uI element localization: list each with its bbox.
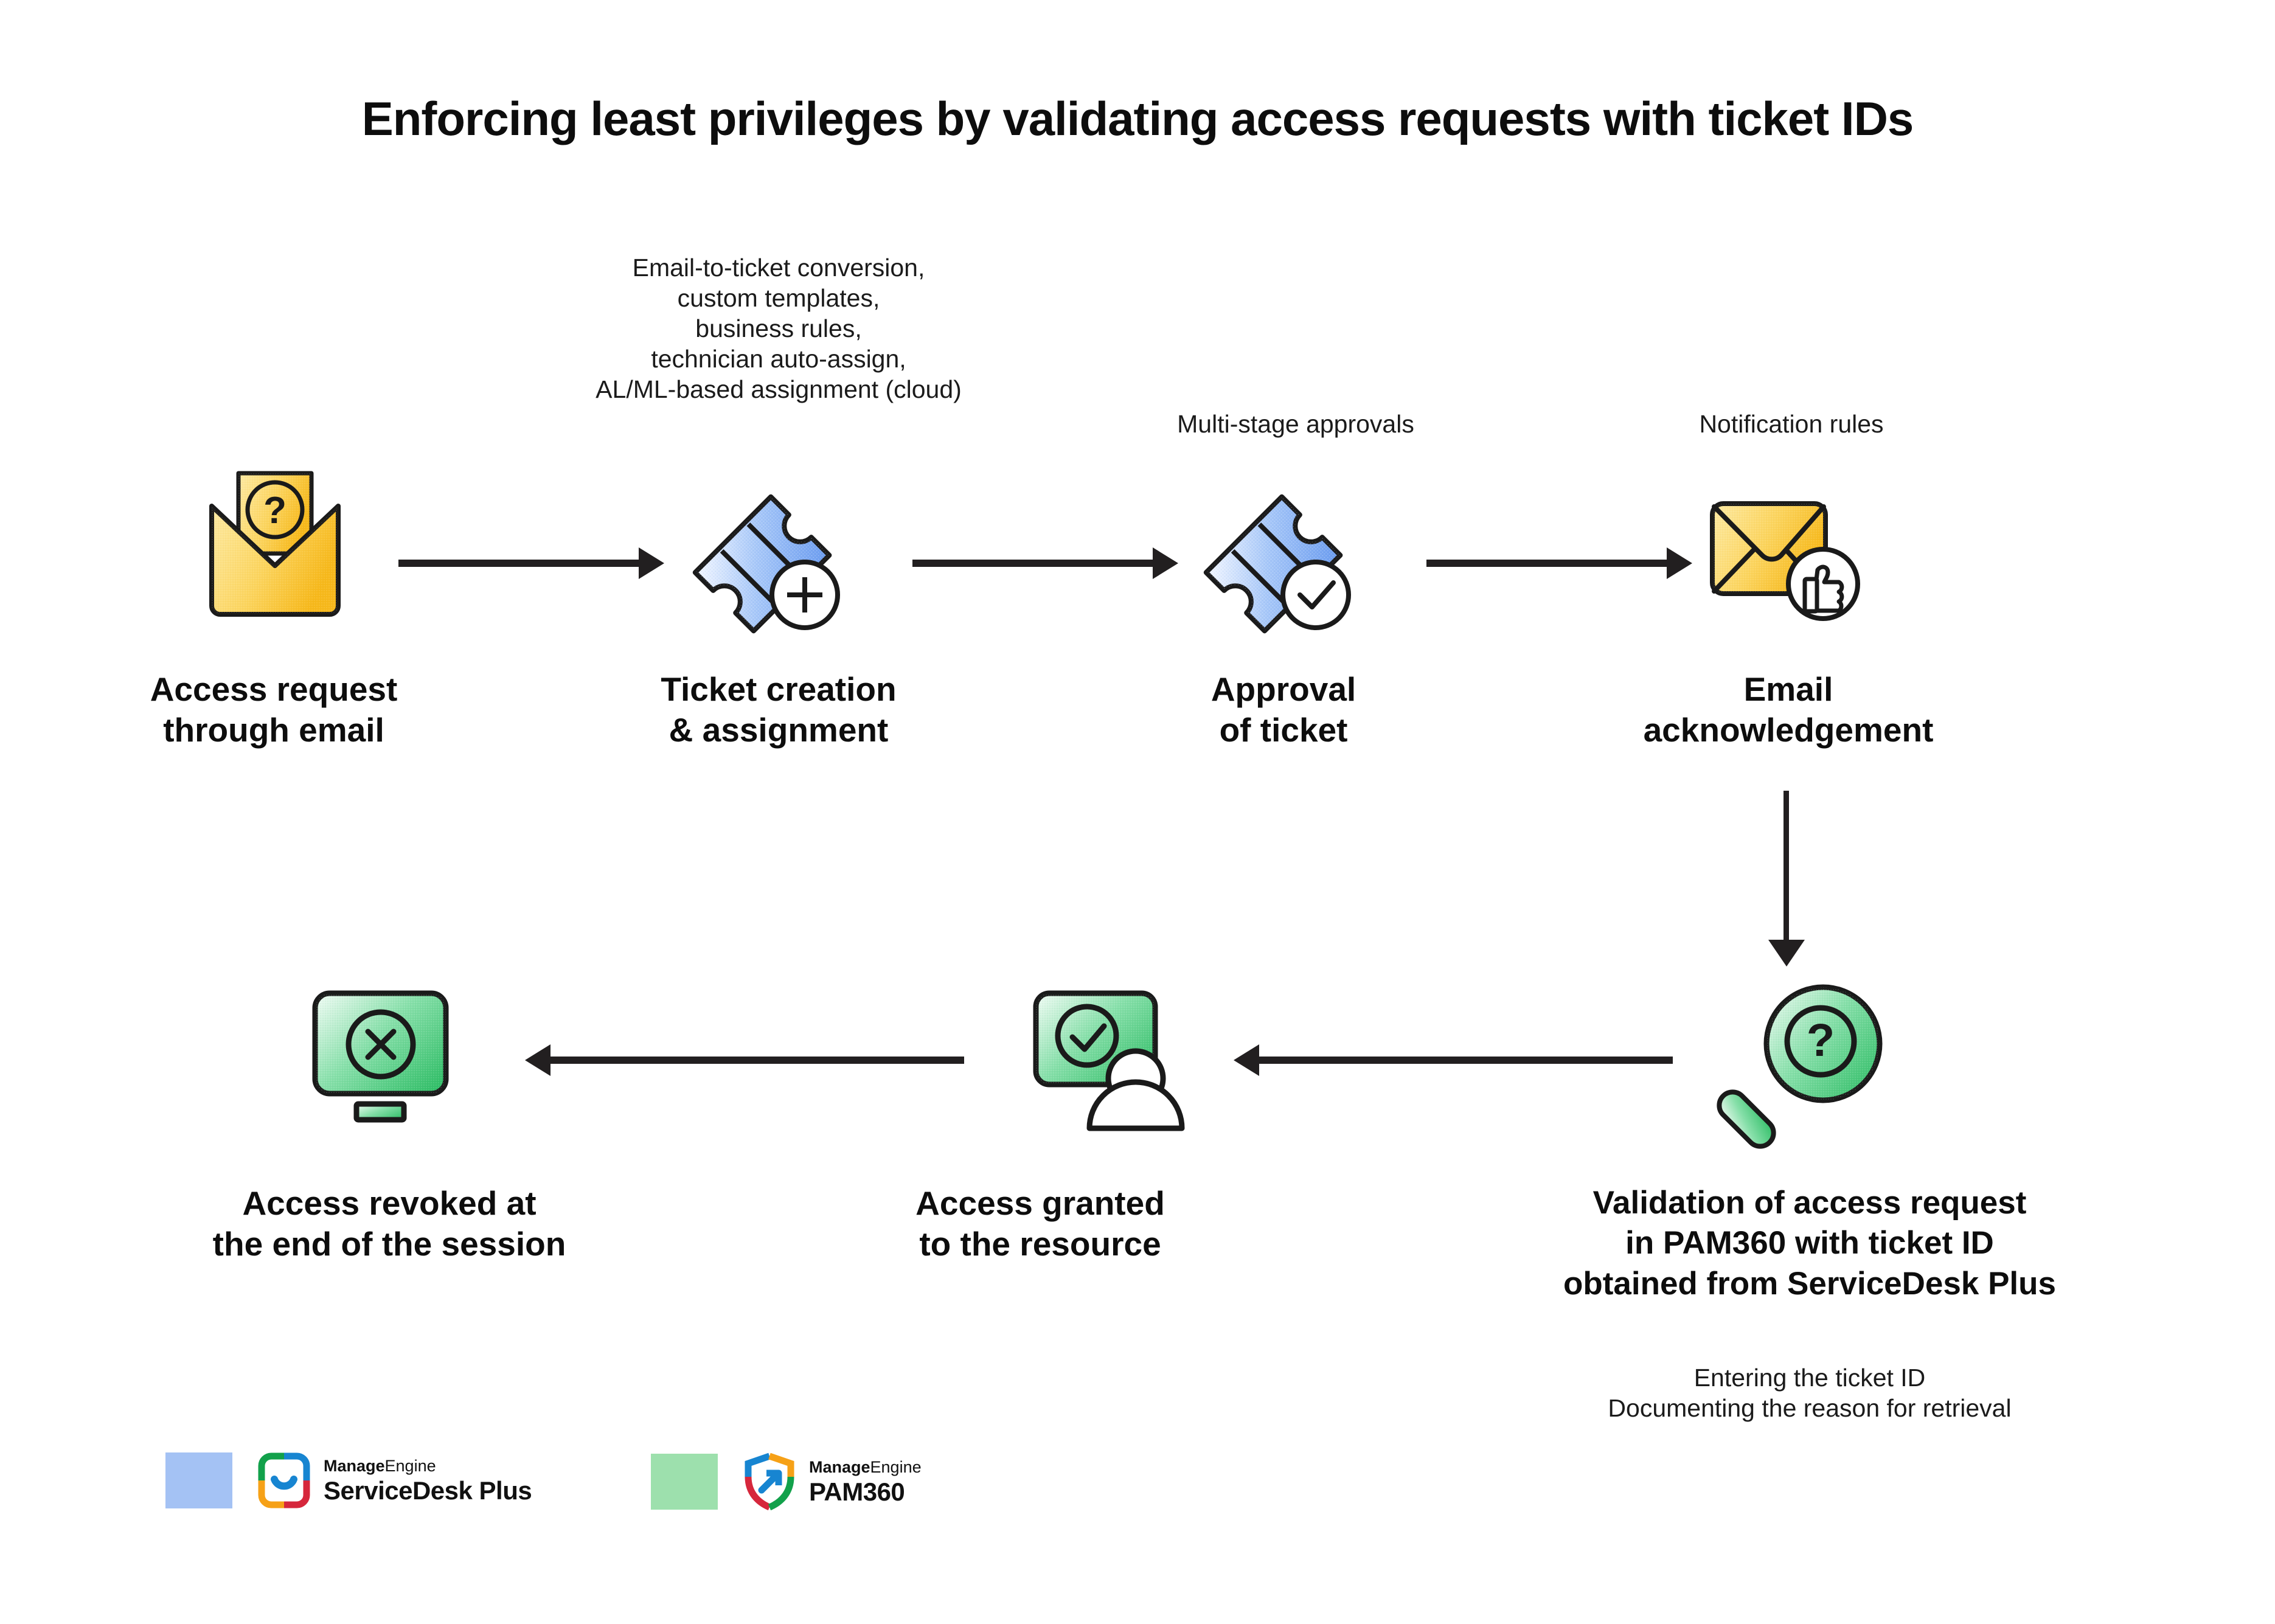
annotation-validation-sub: Entering the ticket ID Documenting the r… (1608, 1364, 2012, 1423)
step-label-approval: Approval of ticket (1210, 670, 1356, 749)
svg-text:?: ? (263, 490, 287, 532)
legend-item-servicedesk-plus: ManageEngine ServiceDesk Plus (165, 1452, 532, 1508)
legend-brand-suffix: Engine (384, 1456, 436, 1475)
annotation-approval: Multi-stage approvals (1177, 410, 1414, 438)
pam360-logo (743, 1452, 796, 1511)
legend-brand-prefix: Manage (324, 1456, 385, 1475)
legend-product-name: ServiceDesk Plus (324, 1476, 532, 1505)
step-label-ticket-creation: Ticket creation & assignment (661, 670, 897, 749)
step-label-access-granted: Access granted to the resource (915, 1184, 1165, 1263)
magnifier-question-icon: ? (1717, 979, 1895, 1149)
legend-swatch-pam360 (651, 1454, 718, 1510)
legend-product-name: PAM360 (809, 1477, 905, 1506)
step-label-email-ack: Email acknowledgement (1643, 670, 1934, 749)
legend-item-pam360: ManageEngine PAM360 (651, 1452, 922, 1511)
ticket-plus-icon (692, 487, 852, 634)
step-label-access-revoked: Access revoked at the end of the session (212, 1184, 566, 1263)
svg-text:?: ? (1807, 1015, 1835, 1066)
legend-brand-suffix: Engine (870, 1457, 922, 1476)
envelope-open-question-icon: ? (195, 468, 353, 626)
step-label-validation: Validation of access request in PAM360 w… (1563, 1185, 2056, 1302)
annotation-email-ack: Notification rules (1699, 410, 1884, 438)
envelope-thumbsup-icon (1706, 487, 1870, 633)
servicedesk-plus-logo (258, 1452, 310, 1508)
legend-swatch-servicedesk-plus (165, 1452, 232, 1508)
step-label-access-request: Access request through email (150, 670, 398, 749)
monitor-check-user-icon (1031, 982, 1201, 1147)
ticket-check-icon (1203, 487, 1363, 634)
annotation-ticket-creation: Email-to-ticket conversion, custom templ… (596, 254, 962, 404)
monitor-x-icon (304, 982, 474, 1147)
legend-brand-prefix: Manage (809, 1457, 870, 1476)
page-title: Enforcing least privileges by validating… (361, 92, 1914, 145)
